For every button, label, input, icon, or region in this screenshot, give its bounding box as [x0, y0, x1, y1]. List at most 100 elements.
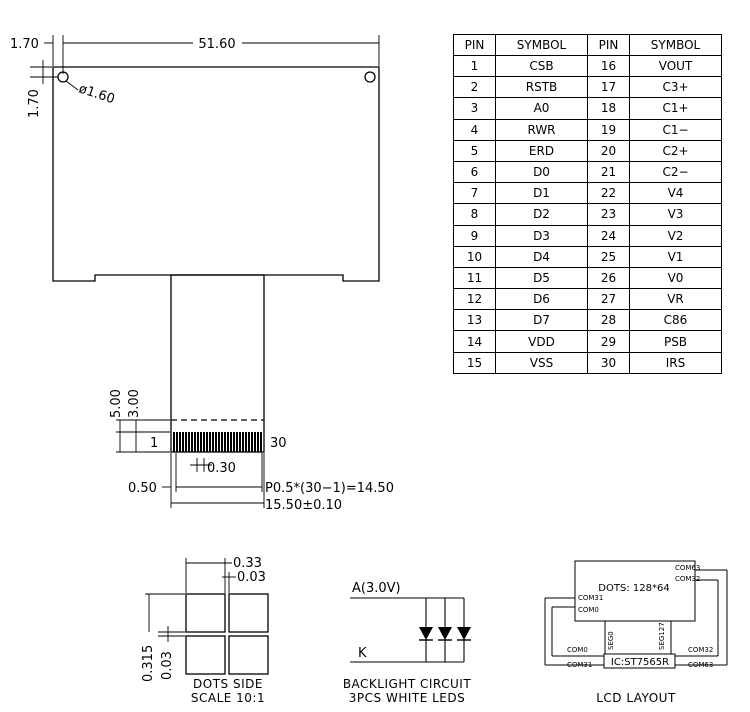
- contact-pad: [212, 432, 214, 452]
- dots-caption-line2: SCALE 10:1: [191, 691, 265, 705]
- pin-number-cell: 29: [587, 330, 630, 353]
- module-body: [52, 66, 380, 282]
- dim-edge-label: 0.50: [128, 481, 157, 496]
- pin-symbol-cell: D5: [495, 266, 588, 290]
- dim-tail-outer-label: 5.00: [109, 389, 124, 418]
- contact-pad: [179, 432, 181, 452]
- lcd-seg127: SEG127: [658, 622, 666, 650]
- lcd-glass: [574, 560, 696, 622]
- lcd-dots-label: DOTS: 128*64: [598, 583, 669, 594]
- pin-number-cell: 12: [453, 288, 496, 311]
- pin-number-cell: 18: [587, 97, 630, 120]
- dim-tail: [116, 419, 170, 453]
- pin-symbol-cell: CSB: [495, 54, 588, 78]
- dim-dot-height-label: 0.315: [141, 645, 156, 682]
- contact-pad: [209, 432, 211, 452]
- contact-pad: [230, 432, 232, 452]
- pin-number-cell: 30: [587, 351, 630, 375]
- pin-number-cell: 21: [587, 160, 630, 184]
- pin-symbol-cell: D7: [495, 309, 588, 332]
- contact-pad: [173, 432, 175, 452]
- pin-number-cell: 23: [587, 203, 630, 226]
- lcd-layout: [544, 560, 728, 669]
- fpc-contact-pads: [173, 432, 262, 452]
- contact-pad: [197, 432, 199, 452]
- backlight-circuit: [350, 597, 471, 663]
- pin-number-cell: 2: [453, 76, 496, 99]
- dim-pads: [162, 453, 265, 508]
- dim-tail-inner-label: 3.00: [127, 389, 142, 418]
- pin-number-cell: 9: [453, 224, 496, 247]
- pin-number-cell: 13: [453, 309, 496, 332]
- lcd-layout-caption: LCD LAYOUT: [596, 691, 676, 705]
- pin-number-cell: 27: [587, 288, 630, 311]
- contact-pad: [254, 432, 256, 452]
- dim-top-offset-label: 1.70: [27, 89, 42, 118]
- contact-pad: [182, 432, 184, 452]
- pin-symbol-cell: VDD: [495, 330, 588, 353]
- dot-top-right: [228, 593, 269, 633]
- contact-pad: [245, 432, 247, 452]
- first-pin-label: 1: [150, 436, 158, 451]
- contact-pad: [185, 432, 187, 452]
- pin-number-cell: 3: [453, 97, 496, 120]
- contact-pad: [194, 432, 196, 452]
- led-3: [457, 627, 471, 640]
- lcd-com0-left: COM0: [578, 606, 599, 614]
- contact-pad: [251, 432, 253, 452]
- dim-dot-gap-top-label: 0.03: [237, 570, 266, 585]
- pin-number-cell: 16: [587, 54, 630, 78]
- module-outline: [52, 66, 380, 453]
- last-pin-label: 30: [270, 436, 287, 451]
- lcd-com32-top: COM32: [675, 575, 700, 583]
- pin-symbol-cell: C3+: [629, 76, 722, 99]
- pin-symbol-cell: D2: [495, 203, 588, 226]
- lcd-ic-label: IC:ST7565R: [611, 657, 669, 668]
- pin-symbol-cell: VOUT: [629, 54, 722, 78]
- pin-number-cell: 4: [453, 118, 496, 141]
- contact-pad: [257, 432, 259, 452]
- pin-symbol-cell: V4: [629, 182, 722, 205]
- dim-top-offset: [30, 60, 58, 84]
- header-pin-2: PIN: [587, 34, 630, 56]
- pin-number-cell: 17: [587, 76, 630, 99]
- pin-number-cell: 20: [587, 139, 630, 162]
- pin-symbol-cell: VR: [629, 288, 722, 311]
- pin-symbol-cell: D0: [495, 160, 588, 184]
- fpc-tail: [170, 274, 265, 453]
- pin-symbol-cell: D4: [495, 245, 588, 268]
- pin-symbol-cell: C86: [629, 309, 722, 332]
- pin-symbol-cell: V0: [629, 266, 722, 290]
- dot-top-left: [185, 593, 226, 633]
- pin-symbol-cell: C1+: [629, 97, 722, 120]
- pin-symbol-cell: ERD: [495, 139, 588, 162]
- contact-pad: [242, 432, 244, 452]
- dim-width: [44, 35, 380, 74]
- mounting-hole-right: [364, 71, 376, 83]
- anode-label: A(3.0V): [352, 581, 401, 596]
- dots-caption-line1: DOTS SIDE: [193, 677, 263, 691]
- pin-number-cell: 6: [453, 160, 496, 184]
- dots-dims: [145, 558, 236, 642]
- pin-symbol-cell: C2−: [629, 160, 722, 184]
- dot-bottom-right: [228, 635, 269, 675]
- dim-pitch-label: P0.5*(30−1)=14.50: [265, 481, 394, 496]
- cathode-label: K: [358, 646, 367, 661]
- pin-symbol-cell: RWR: [495, 118, 588, 141]
- backlight-caption-line1: BACKLIGHT CIRCUIT: [343, 677, 472, 691]
- pin-symbol-cell: V1: [629, 245, 722, 268]
- contact-pad: [215, 432, 217, 452]
- dim-tail-width-label: 15.50±0.10: [265, 498, 342, 513]
- pin-number-cell: 22: [587, 182, 630, 205]
- contact-pad: [221, 432, 223, 452]
- pin-number-cell: 19: [587, 118, 630, 141]
- dim-width-label: 51.60: [198, 37, 235, 52]
